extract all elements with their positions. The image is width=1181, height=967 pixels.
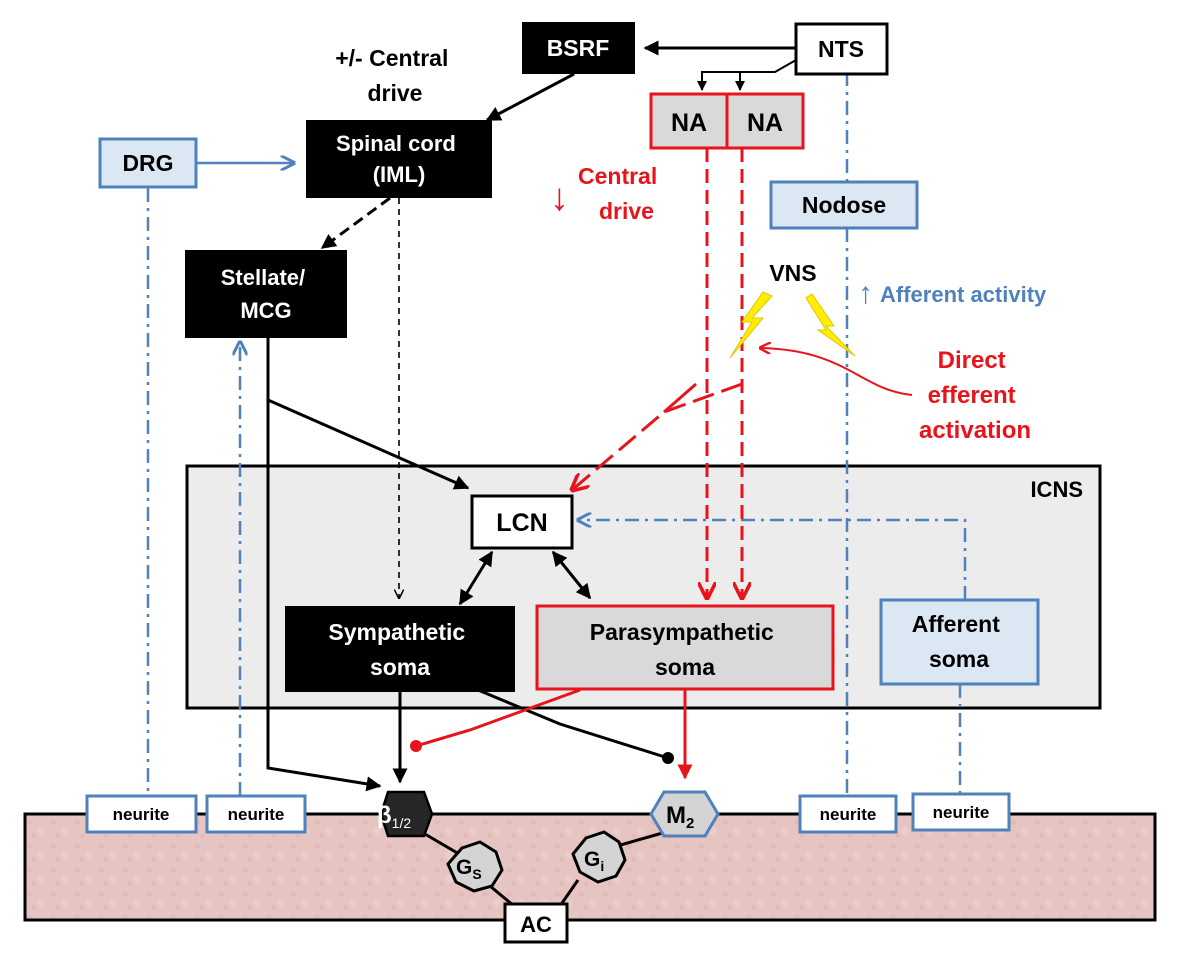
sympathetic-soma-node — [285, 606, 515, 692]
neurite-label-2: neurite — [228, 805, 285, 824]
nodose-node — [769, 180, 919, 230]
nts-na-split — [697, 59, 797, 91]
afferent-soma-label: Afferent soma — [912, 611, 1007, 672]
stellate-node — [185, 250, 347, 338]
vns-bolt-right-icon — [805, 293, 856, 357]
afferent-soma-node — [879, 598, 1040, 686]
gs-protein-label: GS — [456, 856, 482, 882]
stellate-label: Stellate/ MCG — [221, 265, 312, 323]
spinal-cord-node — [306, 120, 492, 198]
afferent-activity-label: ↑ Afferent activity — [858, 277, 1047, 310]
drg-node — [98, 137, 198, 189]
na-left-label: NA — [671, 109, 707, 137]
bsrf-node — [522, 22, 635, 74]
na-right-node — [725, 92, 805, 150]
icns-label: ICNS — [1030, 477, 1083, 502]
beta-receptor-icon — [379, 790, 434, 838]
gi-ac-link — [558, 879, 580, 907]
lcn-sympathetic-arrow — [458, 550, 494, 606]
vns-label: VNS — [769, 260, 816, 286]
neurite-box-4 — [911, 792, 1011, 832]
stellate-beta-arrow — [266, 338, 382, 792]
neurite-label-1: neurite — [113, 805, 170, 824]
central-drive-down: ↓ Central drive — [550, 163, 664, 224]
bsrf-spinal-arrow — [485, 72, 575, 122]
sympathetic-soma-label: Sympathetic soma — [328, 619, 471, 680]
ac-label: AC — [520, 912, 552, 937]
sympathetic-pathways — [266, 40, 797, 792]
drg-label: DRG — [122, 150, 173, 176]
nodose-label: Nodose — [802, 192, 886, 218]
bsrf-label: BSRF — [547, 35, 610, 61]
vns-lcn-arrow — [572, 382, 743, 490]
neurite-box-1 — [85, 794, 198, 834]
lcn-parasympathetic-arrow — [551, 550, 592, 600]
parasympathetic-soma-label: Parasympathetic soma — [590, 619, 780, 680]
ac-node — [503, 902, 569, 944]
gs-protein-icon — [446, 840, 504, 893]
direct-efferent-arrow — [760, 348, 913, 396]
lcn-label: LCN — [496, 509, 547, 537]
spinal-cord-label: Spinal cord (IML) — [336, 131, 462, 187]
na-right-label: NA — [747, 109, 783, 137]
neurite-box-2 — [205, 794, 307, 834]
afferent-soma-lcn-line — [578, 520, 967, 600]
neurite-label-3: neurite — [820, 805, 877, 824]
nts-node — [794, 22, 889, 76]
gi-protein-icon — [571, 830, 627, 884]
gi-protein-label: Gi — [584, 848, 604, 874]
neurite-label-4: neurite — [933, 803, 990, 822]
vns-bolt-left-icon — [729, 291, 773, 359]
beta-receptor-label: β1/2 — [377, 802, 411, 831]
afferent-pathways — [146, 72, 967, 796]
direct-efferent-label: Direct efferent activation — [919, 347, 1031, 444]
m2-receptor-label: M2 — [666, 802, 694, 832]
parasympathetic-soma-node — [535, 604, 835, 691]
vns-lcn-arrow-b — [663, 382, 697, 414]
neurite-box-3 — [798, 794, 898, 834]
sympathetic-m2-inhibit — [477, 688, 674, 764]
spinal-stellate-arrow — [320, 196, 391, 250]
nts-label: NTS — [818, 36, 864, 62]
m2-receptor-icon — [649, 790, 720, 838]
lcn-node — [470, 494, 574, 550]
parasympathetic-beta-inhibit — [410, 688, 581, 752]
central-drive-pm: +/- Central drive — [335, 45, 455, 106]
parasympathetic-pathways — [410, 148, 913, 780]
